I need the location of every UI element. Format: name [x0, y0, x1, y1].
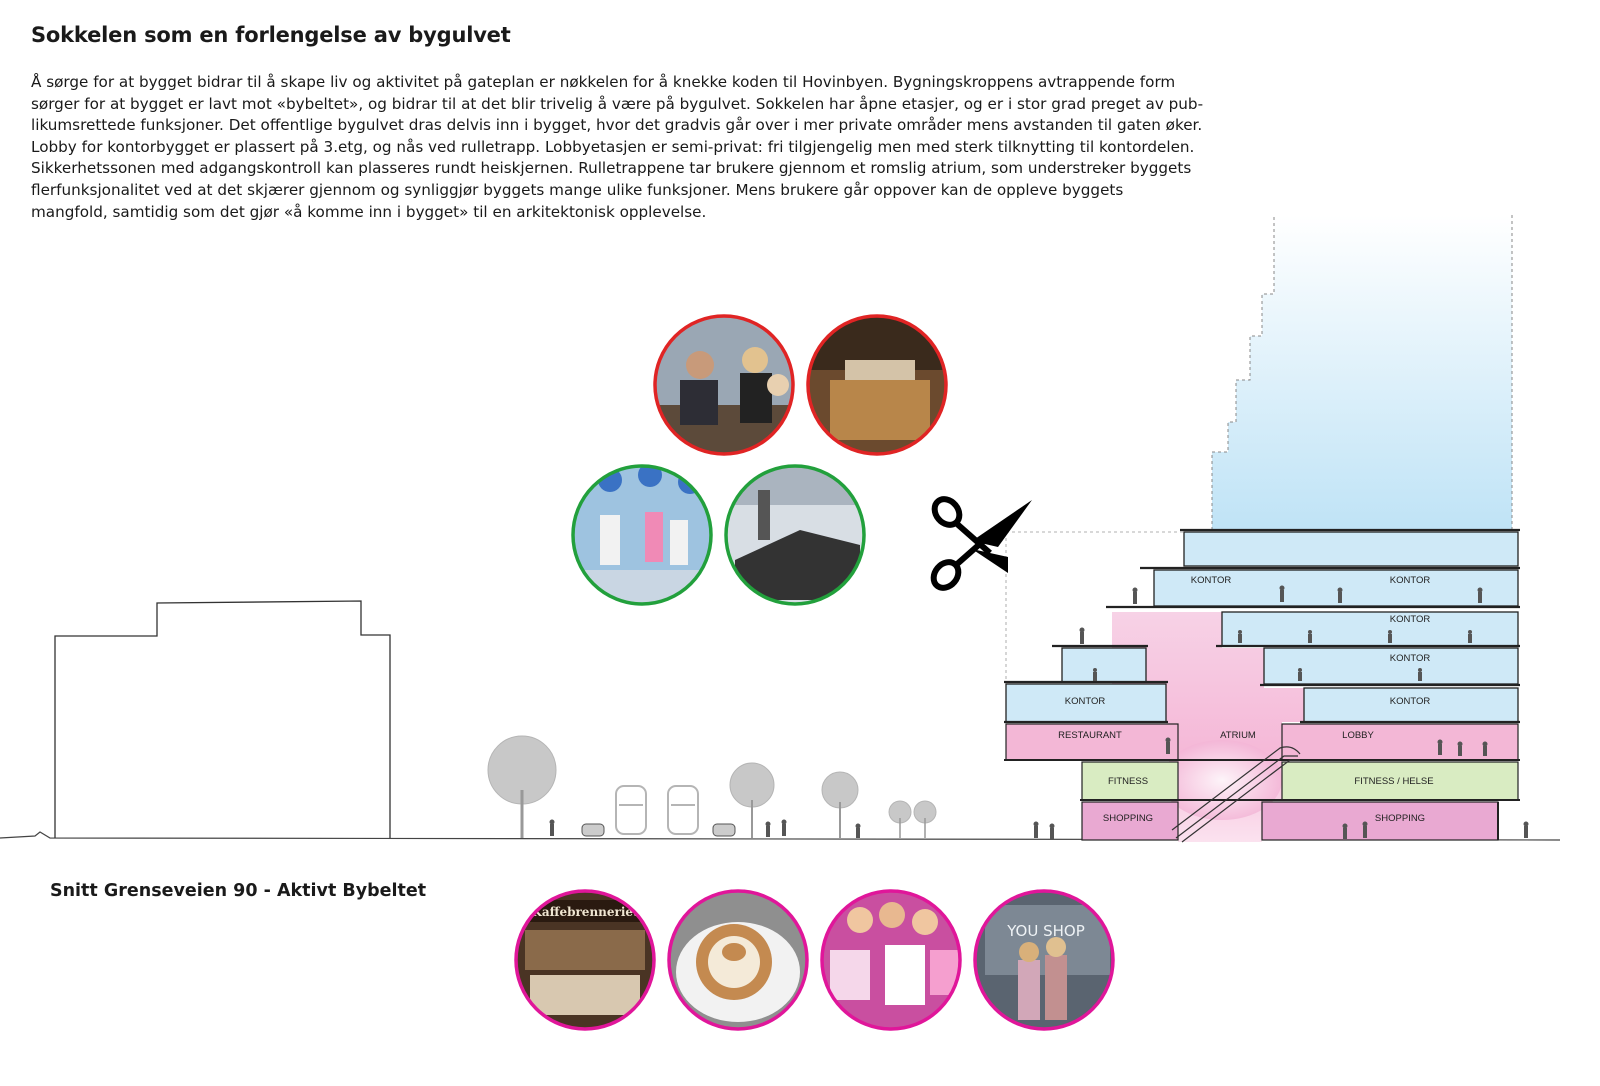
paragraph-line: Lobby for kontorbygget er plassert på 3.…: [31, 137, 1195, 156]
you-shop-window-photo: YOU SHOP: [975, 891, 1113, 1029]
fitness-ring: [571, 464, 713, 606]
restaurant-ring: [806, 314, 948, 456]
escalator: [1171, 746, 1301, 843]
paragraph-line: Å sørge for at bygget bidrar til å skape…: [31, 73, 1176, 91]
label-kontor-top-right: KONTOR: [1390, 575, 1431, 586]
shopping-floor-right: [1261, 801, 1499, 841]
lobby-floor: [1281, 723, 1519, 761]
label-restaurant: RESTAURANT: [1058, 730, 1122, 741]
label-kontor-4: KONTOR: [1390, 653, 1431, 664]
label-shopping-right: SHOPPING: [1375, 813, 1425, 824]
shopping-girls-photo: [822, 891, 960, 1029]
label-fitness-helse: FITNESS / HELSE: [1354, 776, 1433, 787]
kaffebrenneriet-sign: Kaffebrenneriet: [531, 905, 639, 919]
shopping-floor-left: [1081, 801, 1179, 841]
you-shop-sign: YOU SHOP: [1006, 922, 1085, 940]
restaurant-waitress-photo: [655, 316, 793, 454]
label-fitness: FITNESS: [1108, 776, 1148, 787]
label-atrium: ATRIUM: [1220, 730, 1256, 741]
trams: [615, 785, 699, 835]
street-trees: [487, 735, 937, 838]
tower-volume-gradient: [1212, 215, 1512, 530]
restaurant-dining-room-photo: [808, 316, 946, 454]
fitness-class-photo: [573, 466, 711, 604]
paragraph-line: sørger for at bygget er lavt mot «bybelt…: [31, 94, 1204, 113]
label-kontor-3: KONTOR: [1390, 614, 1431, 625]
neighbor-building-outline: [54, 600, 391, 838]
label-kontor-top-left: KONTOR: [1191, 575, 1232, 586]
fitness-ring: [724, 464, 866, 606]
paragraph-line: likumsrettede funksjoner. Det offentlige…: [31, 116, 1203, 135]
label-lobby: LOBBY: [1342, 730, 1374, 741]
ground-line: [0, 831, 1561, 841]
tower-outline-dashed: [1211, 215, 1513, 530]
slab-lines: [1004, 528, 1520, 724]
intro-paragraph: Å sørge for at bygget bidrar til å skape…: [31, 72, 1204, 223]
label-kontor-left: KONTOR: [1065, 696, 1106, 707]
restaurant-ring: [653, 314, 795, 456]
street-people: [549, 819, 861, 838]
shopping-ring: [667, 889, 809, 1031]
scissors-icon: [930, 496, 1032, 591]
fitness-helse-floor: [1281, 761, 1519, 801]
page-title: Sokkelen som en forlengelse av bygulvet: [31, 23, 511, 47]
cars: [581, 823, 736, 837]
treadmill-gym-photo: [726, 466, 864, 604]
people-silhouettes: [1033, 585, 1529, 839]
shopping-ring: [820, 889, 962, 1031]
shopping-ring: [514, 889, 656, 1031]
fitness-floor: [1081, 761, 1179, 801]
office-floors: [1005, 531, 1519, 723]
kaffebrenneriet-shop-photo: Kaffebrenneriet: [516, 891, 654, 1029]
paragraph-line: Sikkerhetssonen med adgangskontroll kan …: [31, 159, 1192, 178]
paragraph-line: flerfunksjonalitet ved at det skjærer gj…: [31, 180, 1124, 199]
label-kontor-5: KONTOR: [1390, 696, 1431, 707]
label-shopping-left: SHOPPING: [1103, 813, 1153, 824]
section-caption: Snitt Grenseveien 90 - Aktivt Bybeltet: [50, 881, 427, 901]
coffee-latte-photo: [669, 891, 807, 1029]
shopping-ring: [973, 889, 1115, 1031]
restaurant-floor: [1005, 723, 1179, 761]
paragraph-line: mangfold, samtidig som det gjør «å komme…: [31, 202, 707, 221]
